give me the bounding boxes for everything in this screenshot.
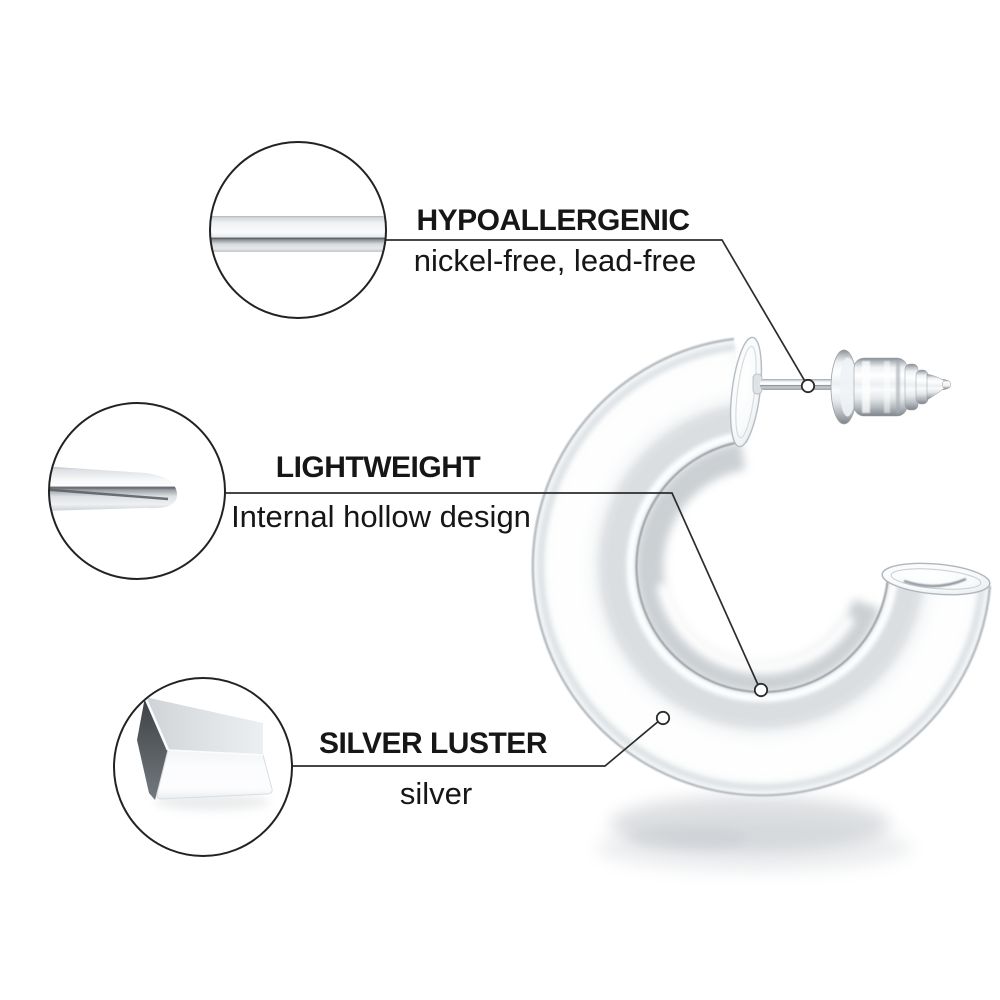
callout-dot-silver-luster xyxy=(655,710,671,726)
leader-line-lightweight xyxy=(225,492,760,688)
callout-subtitle-hypoallergenic: nickel-free, lead-free xyxy=(413,243,697,278)
leader-line-silver-luster xyxy=(292,719,661,767)
magnifier-silver-luster xyxy=(113,677,293,857)
callout-title-hypoallergenic: HYPOALLERGENIC xyxy=(416,204,690,237)
hoop-hollow-opening xyxy=(636,440,888,692)
callout-dot-hypoallergenic xyxy=(800,378,816,394)
leader-lines xyxy=(225,239,807,767)
earring-illustration xyxy=(531,336,992,797)
callout-title-lightweight: LIGHTWEIGHT xyxy=(275,451,481,484)
beveled-edge-closeup-icon xyxy=(137,696,273,810)
magnifier-hypoallergenic xyxy=(209,141,387,319)
post-tip xyxy=(941,379,952,390)
earring-clutch-back xyxy=(830,349,952,425)
hoop-bottom-end-face xyxy=(881,562,991,596)
earring-hoop xyxy=(531,336,992,797)
earring-shadow xyxy=(596,796,912,872)
metal-band-closeup-icon xyxy=(210,216,386,252)
callout-title-silver-luster: SILVER LUSTER xyxy=(319,727,547,760)
callout-subtitle-silver-luster: silver xyxy=(399,776,473,811)
earring-post-closeup-icon xyxy=(49,466,178,511)
callout-dot-lightweight xyxy=(753,682,769,698)
callout-subtitle-lightweight: Internal hollow design xyxy=(231,499,531,534)
callout-dots xyxy=(655,378,816,726)
magnifier-lightweight xyxy=(48,402,226,580)
leader-line-hypoallergenic xyxy=(386,239,807,384)
